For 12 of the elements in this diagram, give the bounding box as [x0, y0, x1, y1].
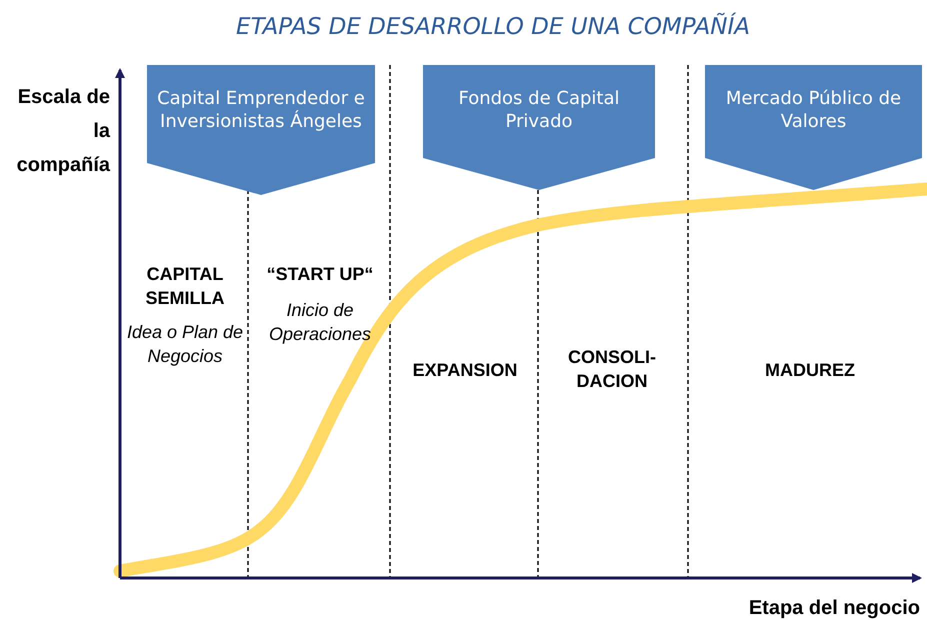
stage-description: Idea o Plan de Negocios	[126, 321, 244, 368]
axis-label: Etapa del negocio	[748, 596, 920, 620]
axis-label: Escala de la compañía	[16, 85, 110, 178]
stage-name: EXPANSION	[412, 359, 518, 382]
banner-text: Capital Emprendedor e Inversionistas Ángeles	[156, 87, 366, 133]
stage-name: CAPITAL SEMILLA	[144, 263, 226, 310]
banner-text: Mercado Público de Valores	[724, 87, 902, 133]
banner-text: Fondos de Capital Privado	[457, 87, 620, 133]
stage-name: “START UP“	[266, 263, 374, 286]
stage-name: CONSOLI- DACION	[567, 346, 657, 393]
stage-name: MADUREZ	[764, 359, 856, 382]
title: ETAPAS DE DESARROLLO DE UNA COMPAÑÍA	[235, 14, 751, 40]
